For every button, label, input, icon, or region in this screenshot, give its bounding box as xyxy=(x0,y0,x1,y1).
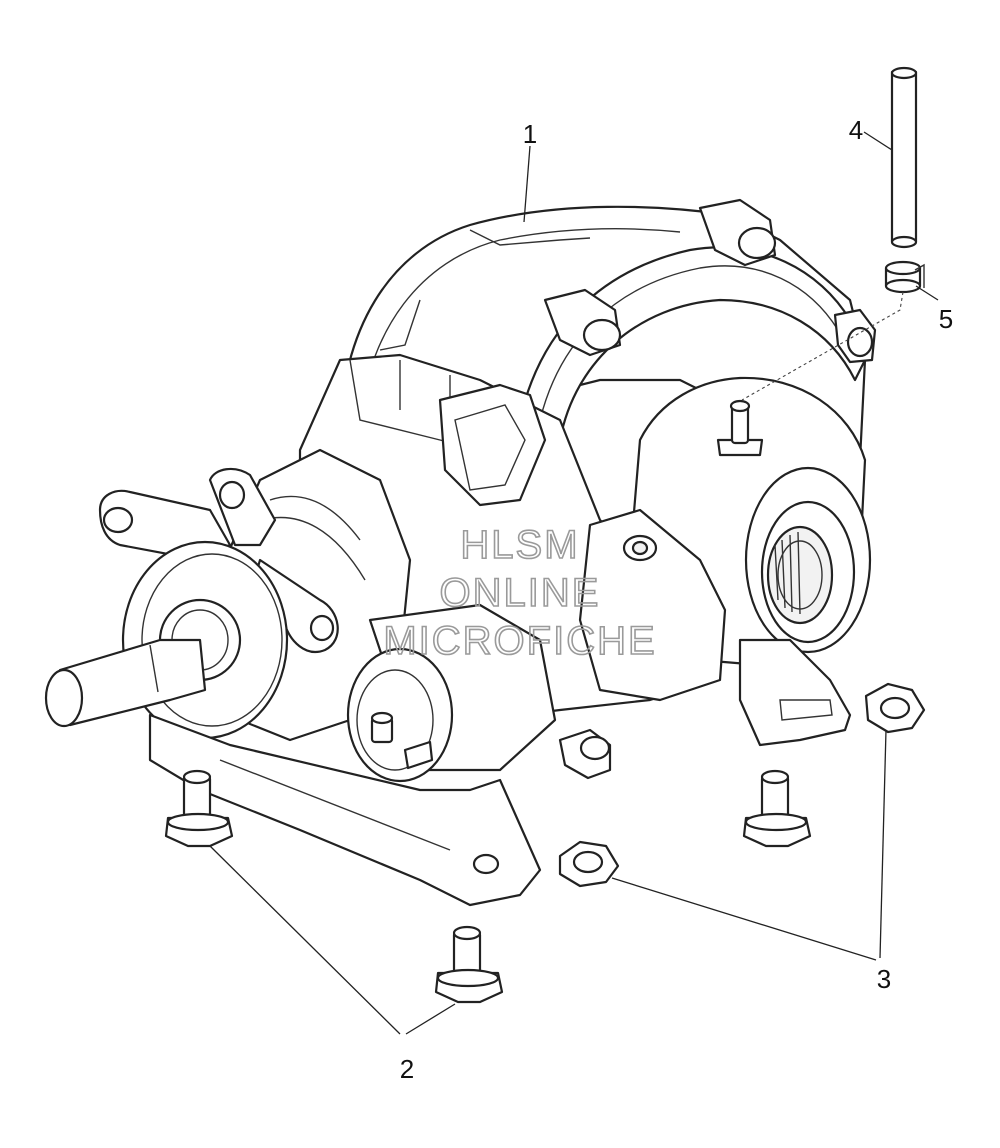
callout-1: 1 xyxy=(523,119,537,149)
leader-4 xyxy=(863,131,893,151)
cover-bolt-top xyxy=(698,198,777,267)
install-path-5 xyxy=(741,291,904,401)
callout-3: 3 xyxy=(877,964,891,994)
watermark-line-1: HLSM xyxy=(460,523,579,567)
breather-tube xyxy=(890,66,918,249)
leader-3b xyxy=(879,729,887,959)
actuator-motor xyxy=(346,603,557,783)
cover-bolt-left xyxy=(543,288,622,357)
cover-bolt-right xyxy=(833,308,877,364)
mount-bolt-lower xyxy=(434,925,504,1004)
flange-nut-upper xyxy=(864,682,926,734)
callout-5: 5 xyxy=(939,304,953,334)
callout-4: 4 xyxy=(849,115,863,145)
gearcase-assembly xyxy=(44,198,877,907)
watermark: HLSM ONLINE MICROFICHE xyxy=(383,522,656,664)
lower-bolt xyxy=(558,728,612,780)
mount-bolt-upper xyxy=(164,769,234,848)
leader-5 xyxy=(915,285,939,301)
breather-fitting xyxy=(716,399,764,457)
mount-foot-right xyxy=(738,638,852,747)
leader-1 xyxy=(523,145,531,223)
flange-nut-lower xyxy=(558,840,620,888)
actuator-pad xyxy=(578,508,727,702)
leader-3a xyxy=(611,877,877,961)
mount-bolt-right xyxy=(742,769,812,848)
watermark-line-2: ONLINE xyxy=(440,571,601,615)
leader-2b xyxy=(405,1003,456,1035)
callout-2: 2 xyxy=(400,1054,414,1084)
watermark-line-3: MICROFICHE xyxy=(383,619,656,663)
input-shaft xyxy=(44,638,207,728)
leader-2a xyxy=(209,845,401,1035)
